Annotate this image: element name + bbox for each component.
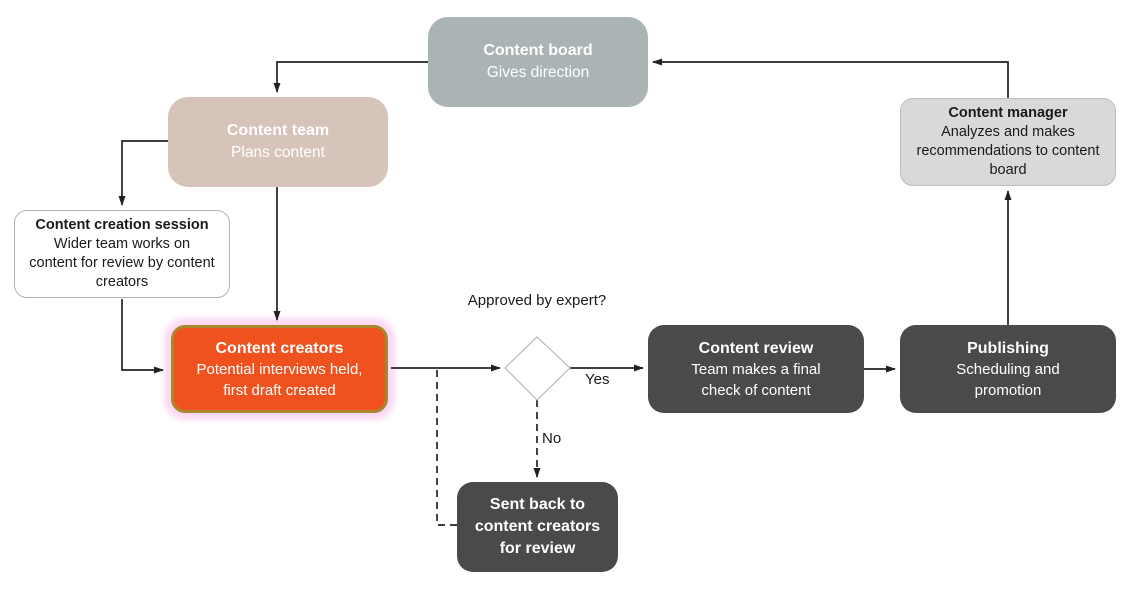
node-title: Content creation session — [35, 217, 209, 233]
node-body: Plans content — [231, 144, 325, 161]
node-title: Publishing — [967, 339, 1049, 357]
node-content-creators[interactable]: Content creators Potential interviews he… — [171, 325, 388, 413]
node-title: Content board — [483, 42, 593, 59]
edge-session-to-creators — [121, 299, 164, 374]
node-content-creation-session[interactable]: Content creation session Wider team work… — [14, 210, 230, 298]
decision-diamond[interactable] — [504, 336, 571, 401]
node-title: Sent back to content creators for review — [474, 496, 601, 557]
edge-team-to-session — [118, 140, 168, 206]
edge-sentback-return — [436, 369, 457, 526]
node-body: Gives direction — [486, 64, 590, 81]
decision-yes-label: Yes — [585, 371, 610, 388]
decision-question-label: Approved by expert? — [467, 292, 607, 309]
edge-board-to-team — [273, 61, 428, 93]
decision-no-label: No — [542, 430, 562, 447]
node-body: Scheduling and promotion — [956, 360, 1060, 399]
node-publishing[interactable]: Publishing Scheduling and promotion — [900, 325, 1116, 413]
node-content-manager[interactable]: Content manager Analyzes and makes recom… — [900, 98, 1116, 186]
node-body: Potential interviews held, first draft c… — [196, 360, 363, 399]
node-sent-back[interactable]: Sent back to content creators for review — [457, 482, 618, 572]
node-content-review[interactable]: Content review Team makes a final check … — [648, 325, 864, 413]
node-content-team[interactable]: Content team Plans content — [168, 97, 388, 187]
node-title: Content manager — [948, 105, 1068, 121]
node-title: Content team — [226, 122, 330, 139]
node-body: Team makes a final check of content — [691, 360, 821, 399]
node-content-board[interactable]: Content board Gives direction — [428, 17, 648, 107]
node-body: Analyzes and makes recommendations to co… — [916, 124, 1100, 178]
node-title: Content creators — [215, 339, 344, 357]
node-title: Content review — [698, 339, 814, 357]
edge-manager-to-board — [652, 58, 1009, 98]
node-body: Wider team works on content for review b… — [29, 236, 215, 290]
